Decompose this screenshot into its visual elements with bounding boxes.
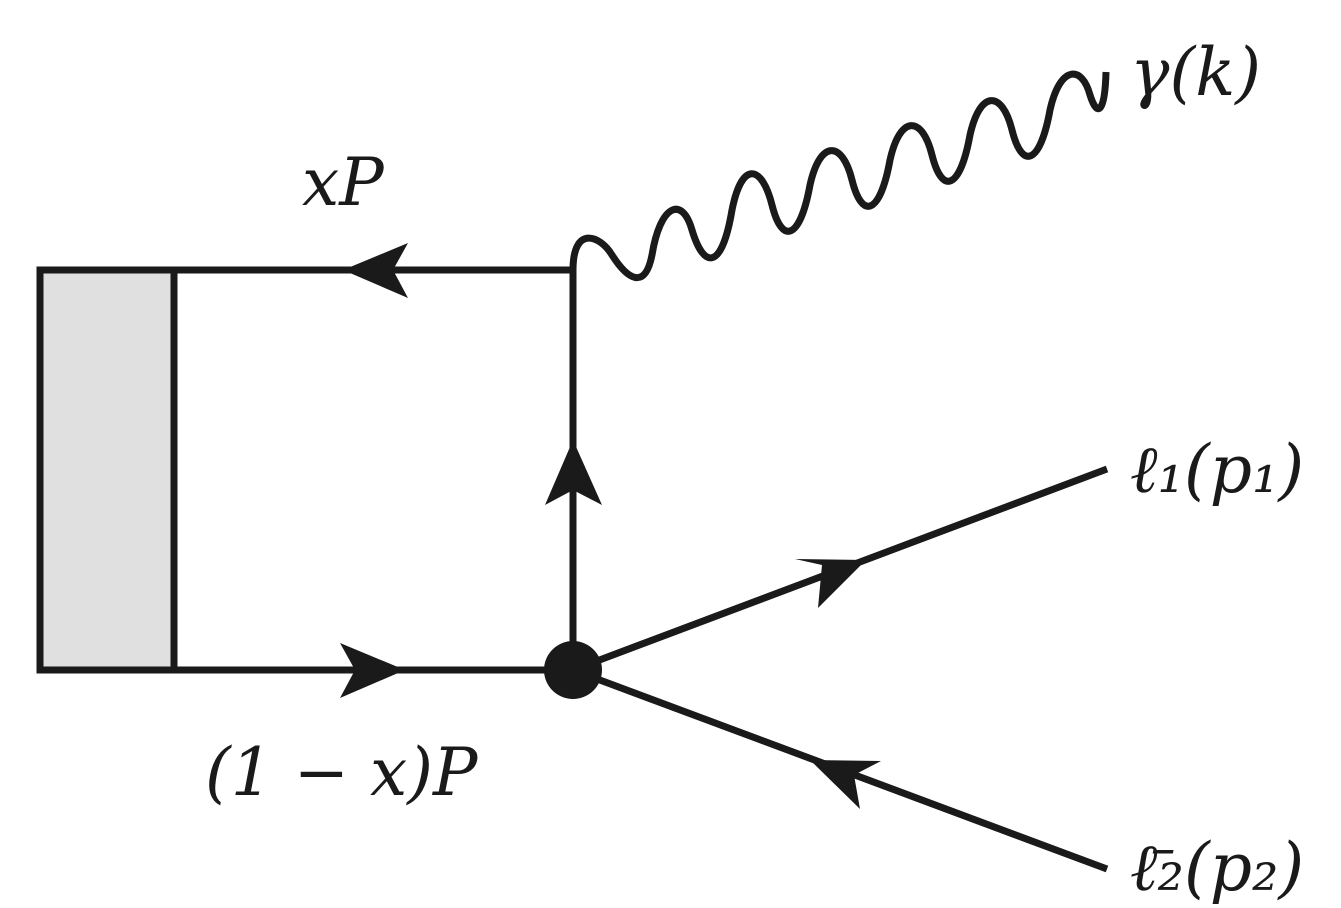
arrow-antilepton [810,760,881,809]
arrow-lower-right [340,643,405,698]
arrow-vertical-up [545,440,602,505]
label-1-minus-x-P: (1 − x)P [205,734,479,811]
meson-blob [36,266,178,674]
label-photon: γ(k) [1130,34,1261,111]
arrow-lepton [795,559,866,608]
label-lepton: ℓ₁(p₁) [1130,431,1304,508]
arrow-upper-left [343,243,408,298]
photon-line [569,70,1110,281]
label-antilepton: ℓ̄₂(p₂) [1130,829,1304,906]
label-xP: xP [302,144,385,221]
